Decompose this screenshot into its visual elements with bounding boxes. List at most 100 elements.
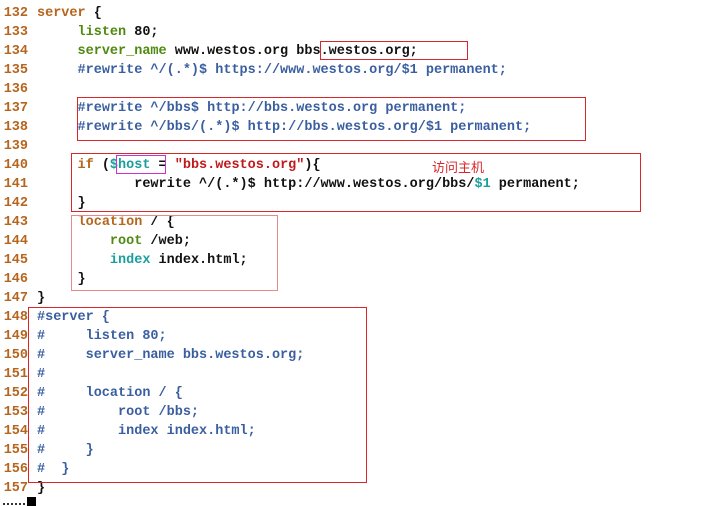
line-number: 156 [3, 462, 28, 477]
code-line[interactable]: 134 server_name www.westos.org bbs.westo… [0, 42, 418, 61]
code-token [37, 63, 78, 78]
code-text: # } [37, 441, 94, 460]
status-line-text [3, 503, 25, 505]
code-line[interactable]: 142 } [0, 194, 86, 213]
code-token: #rewrite ^/bbs$ http://bbs.westos.org pe… [77, 101, 467, 116]
line-number: 136 [3, 82, 28, 97]
line-number: 132 [3, 6, 28, 21]
code-line[interactable]: 140 if ($host = "bbs.westos.org"){ [0, 156, 321, 175]
code-token: www.westos.org bbs.westos.org; [166, 44, 418, 59]
code-token: root [109, 234, 143, 249]
line-number: 133 [3, 25, 28, 40]
code-token: #rewrite ^/(.*)$ https://www.westos.org/… [77, 63, 507, 78]
code-line[interactable]: 156 # } [0, 460, 70, 479]
line-number: 150 [3, 348, 28, 363]
code-token: index.html; [150, 253, 248, 268]
code-token: 80; [126, 25, 159, 40]
code-line[interactable]: 143 location / { [0, 213, 175, 232]
line-number: 155 [3, 443, 28, 458]
code-token: "bbs.westos.org" [174, 158, 305, 173]
highlight-box-host-variable [116, 155, 166, 174]
code-line[interactable]: 157} [0, 479, 45, 498]
code-text: #rewrite ^/(.*)$ https://www.westos.org/… [37, 61, 507, 80]
line-number: 143 [3, 215, 28, 230]
code-token: $1 [474, 177, 491, 192]
code-token: $host [109, 158, 151, 173]
code-line[interactable]: 148#server { [0, 308, 110, 327]
line-number: 139 [3, 139, 28, 154]
code-token [37, 44, 78, 59]
highlight-box-commented-server [28, 307, 367, 483]
code-text: root /web; [37, 232, 191, 251]
annotation-label: 访问主机 [432, 161, 485, 176]
line-number: 149 [3, 329, 28, 344]
code-text: # listen 80; [37, 327, 167, 346]
line-number: 138 [3, 120, 28, 135]
line-number: 145 [3, 253, 28, 268]
code-text: location / { [37, 213, 175, 232]
code-token [37, 101, 78, 116]
highlight-box-bbs-rewrites [77, 97, 586, 141]
code-token [37, 25, 78, 40]
line-number: 153 [3, 405, 28, 420]
text-cursor [27, 497, 36, 506]
code-text: # server_name bbs.westos.org; [37, 346, 304, 365]
code-token: # server_name bbs.westos.org; [37, 348, 305, 363]
code-line[interactable]: 136 [0, 80, 28, 99]
code-text: # root /bbs; [37, 403, 199, 422]
code-line[interactable]: 149 # listen 80; [0, 327, 167, 346]
code-text: #rewrite ^/bbs/(.*)$ http://bbs.westos.o… [37, 118, 532, 137]
code-line[interactable]: 146 } [0, 270, 86, 289]
code-token: = [150, 158, 175, 173]
code-token: } [37, 196, 86, 211]
code-text: # index index.html; [37, 422, 256, 441]
code-line[interactable]: 152 # location / { [0, 384, 183, 403]
code-token [37, 120, 78, 135]
code-line[interactable]: 138 #rewrite ^/bbs/(.*)$ http://bbs.west… [0, 118, 532, 137]
code-text: #rewrite ^/bbs$ http://bbs.westos.org pe… [37, 99, 467, 118]
code-line[interactable]: 147} [0, 289, 45, 308]
code-token: permanent; [490, 177, 580, 192]
code-token: listen [77, 25, 127, 40]
code-token: if [77, 158, 94, 173]
code-line[interactable]: 150 # server_name bbs.westos.org; [0, 346, 305, 365]
line-number: 144 [3, 234, 28, 249]
code-line[interactable]: 154 # index index.html; [0, 422, 256, 441]
code-text: # location / { [37, 384, 183, 403]
code-line[interactable]: 153 # root /bbs; [0, 403, 199, 422]
code-line[interactable]: 133 listen 80; [0, 23, 159, 42]
code-line[interactable]: 137 #rewrite ^/bbs$ http://bbs.westos.or… [0, 99, 467, 118]
line-number: 152 [3, 386, 28, 401]
code-text: rewrite ^/(.*)$ http://www.westos.org/bb… [37, 175, 580, 194]
code-text: listen 80; [37, 23, 159, 42]
code-token: } [37, 272, 86, 287]
line-number: 134 [3, 44, 28, 59]
code-token: # } [37, 462, 70, 477]
code-token: # location / { [37, 386, 183, 401]
code-line[interactable]: 139 [0, 137, 28, 156]
line-number: 154 [3, 424, 28, 439]
code-token: #server { [37, 310, 110, 325]
code-text: } [37, 289, 45, 308]
code-line[interactable]: 141 rewrite ^/(.*)$ http://www.westos.or… [0, 175, 580, 194]
code-token: # listen 80; [37, 329, 167, 344]
code-token: index [109, 253, 151, 268]
line-number: 141 [3, 177, 28, 192]
code-token: #rewrite ^/bbs/(.*)$ http://bbs.westos.o… [77, 120, 532, 135]
code-token: } [37, 481, 46, 496]
code-token: # [37, 367, 46, 382]
code-line[interactable]: 135 #rewrite ^/(.*)$ https://www.westos.… [0, 61, 507, 80]
code-text: index index.html; [37, 251, 248, 270]
line-number: 135 [3, 63, 28, 78]
code-text: } [37, 270, 86, 289]
code-text: } [37, 479, 45, 498]
code-line[interactable]: 144 root /web; [0, 232, 191, 251]
code-line[interactable]: 151# [0, 365, 45, 384]
code-line[interactable]: 145 index index.html; [0, 251, 248, 270]
code-token: ){ [304, 158, 321, 173]
code-line[interactable]: 155 # } [0, 441, 94, 460]
code-token: server [37, 6, 86, 21]
code-text: } [37, 194, 86, 213]
